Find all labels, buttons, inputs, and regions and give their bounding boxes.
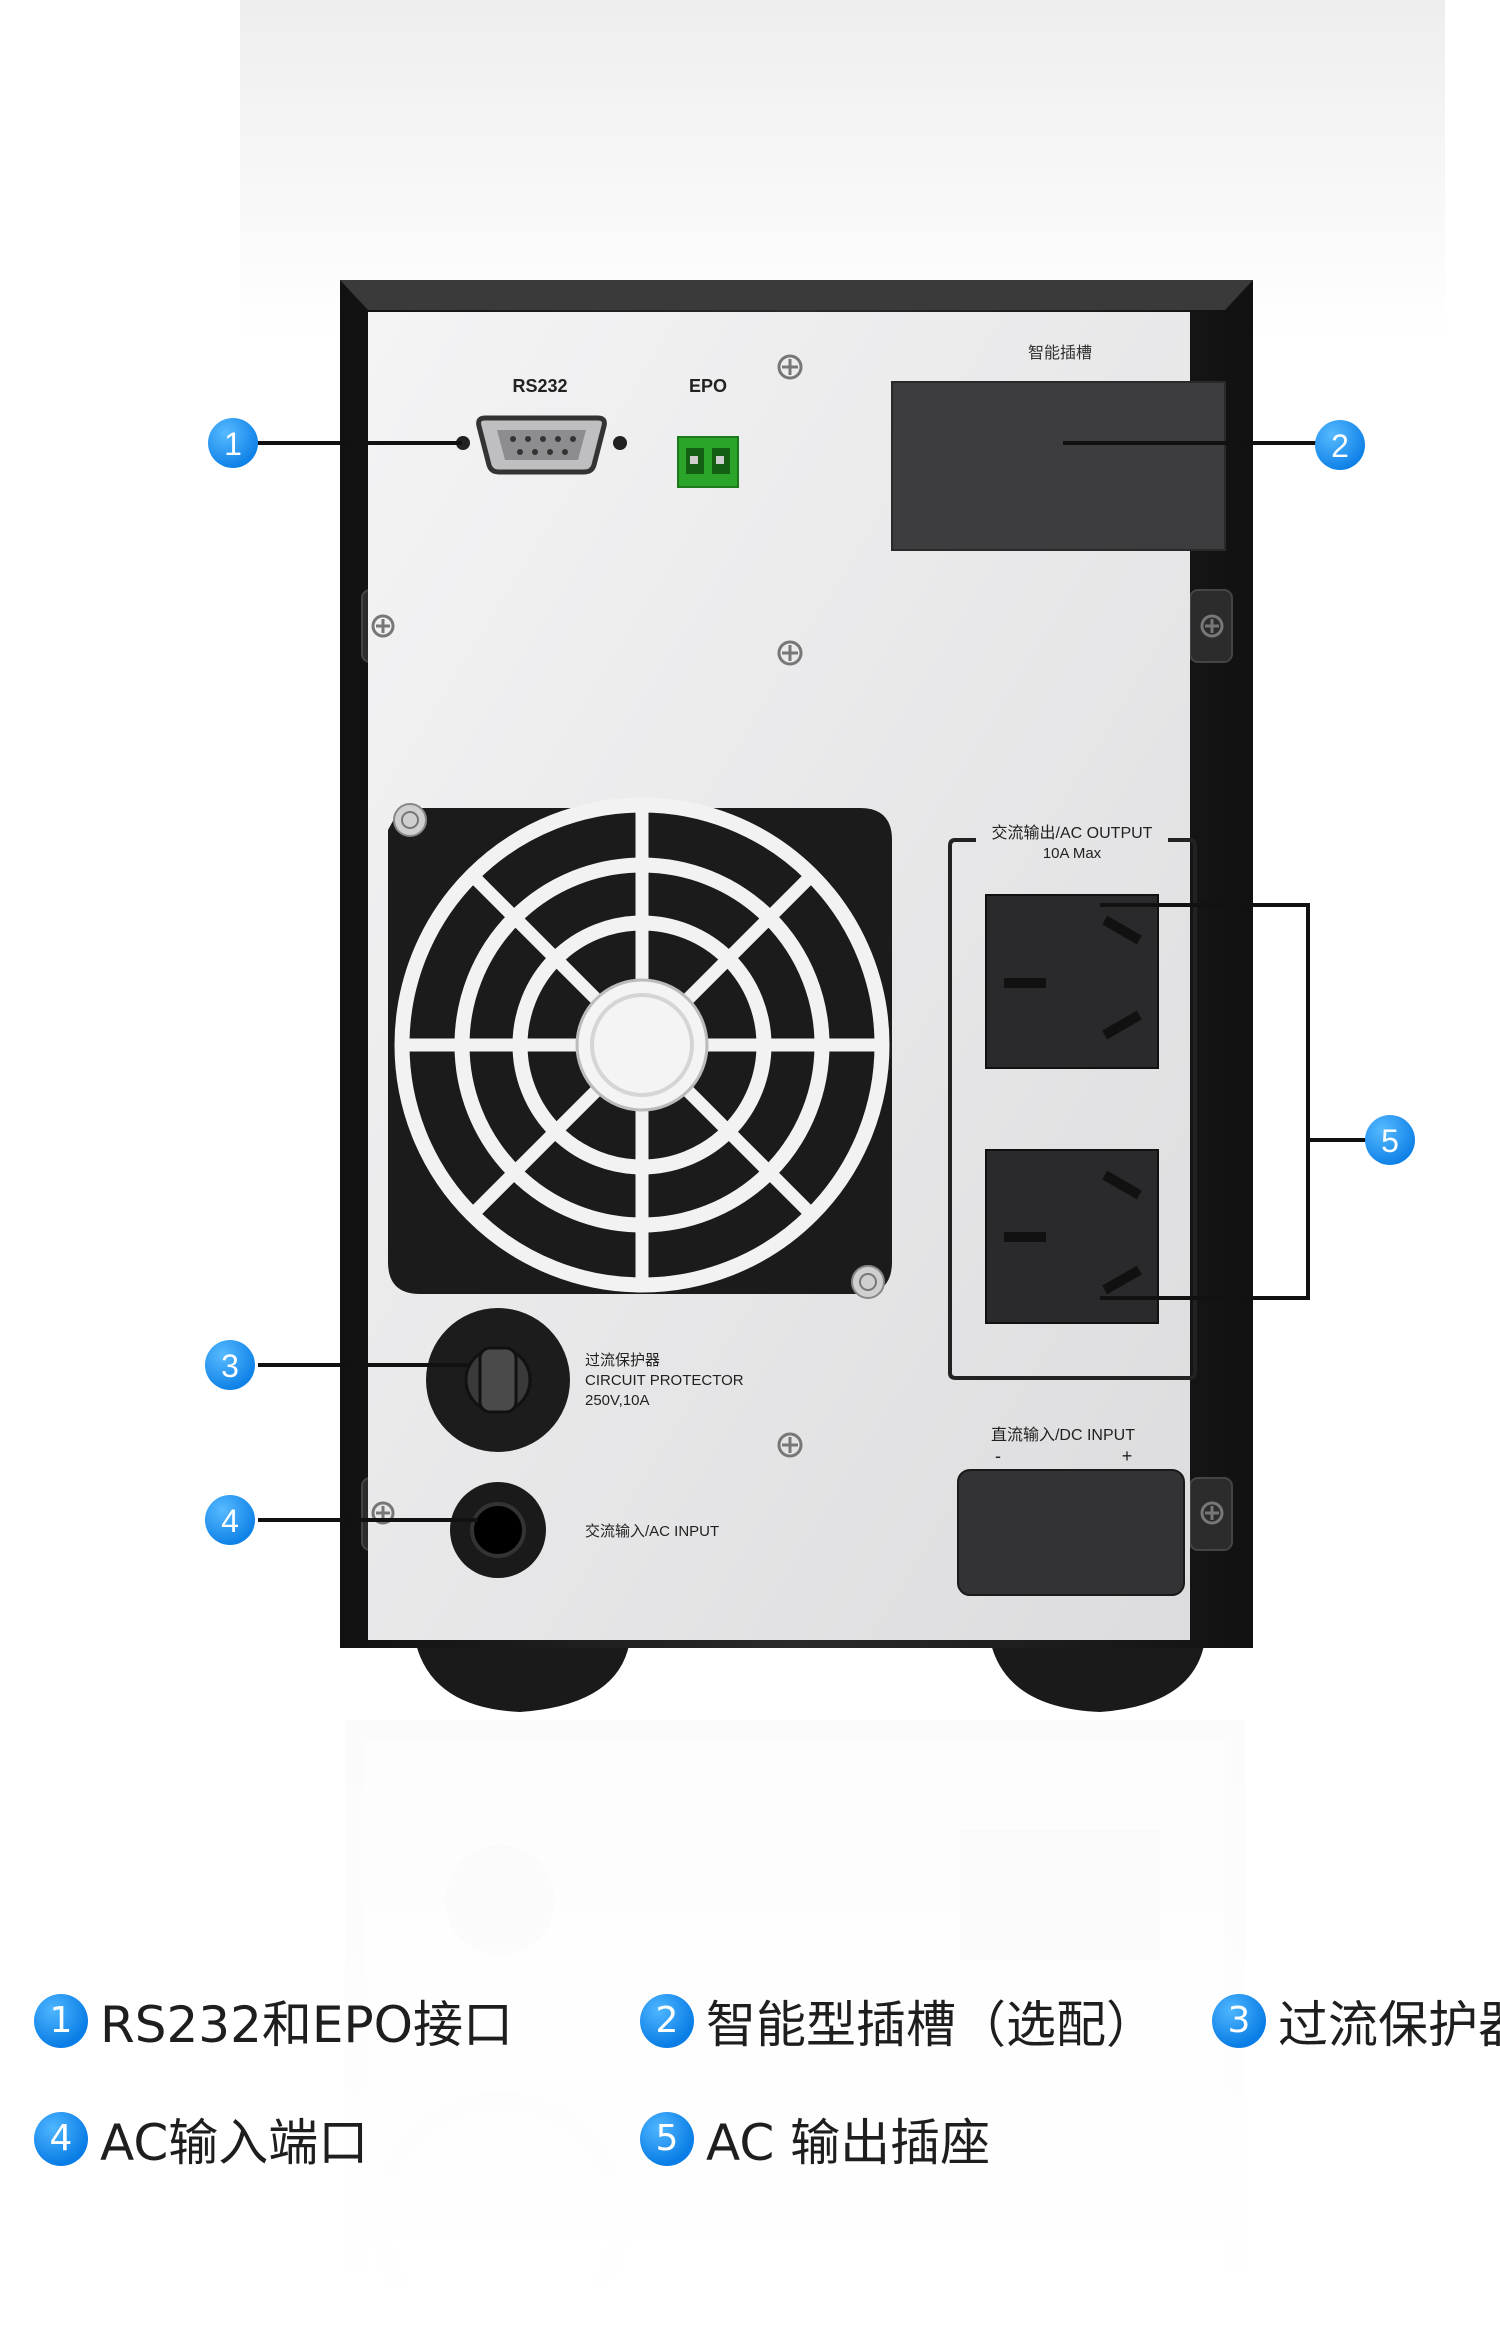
outlet-icon[interactable] (985, 894, 1159, 1069)
callout-badge-5: 5 (1365, 1115, 1415, 1165)
dc-plus-label: + (1122, 1446, 1133, 1466)
legend-text-2: 智能型插槽（选配） (706, 1996, 1156, 2054)
dc-input-port[interactable] (957, 1469, 1185, 1596)
ac-input-port[interactable] (450, 1482, 546, 1578)
ac-output-rating: 10A Max (1043, 845, 1102, 862)
circuit-protector-rating: 250V,10A (585, 1392, 650, 1409)
legend-badge-3: 3 (1212, 1994, 1266, 2048)
outlet-icon[interactable] (985, 1149, 1159, 1324)
callout-badge-3: 3 (205, 1340, 255, 1390)
svg-text:1: 1 (224, 426, 242, 462)
epo-terminal-icon[interactable] (677, 436, 739, 488)
legend-text-4: AC输入端口 (100, 2114, 369, 2172)
svg-text:5: 5 (1381, 1123, 1399, 1159)
legend-item-5: 5 AC 输出插座 (640, 2103, 990, 2175)
ac-output-bracket (948, 838, 1197, 1380)
smart-slot[interactable] (891, 381, 1226, 551)
dc-input-label: 直流输入/DC INPUT (991, 1426, 1135, 1444)
circuit-protector-label-en: CIRCUIT PROTECTOR (585, 1372, 744, 1389)
circuit-protector-label-cn: 过流保护器 (585, 1352, 660, 1369)
legend-badge-4: 4 (34, 2112, 88, 2166)
db9-connector-icon[interactable] (456, 415, 627, 475)
callout-badge-2: 2 (1315, 420, 1365, 470)
svg-text:3: 3 (221, 1348, 239, 1384)
callout-badge-1: 1 (208, 418, 258, 468)
epo-label: EPO (689, 376, 727, 396)
fan-grille-icon (388, 797, 892, 1299)
legend-item-1: 1 RS232和EPO接口 (34, 1985, 513, 2057)
legend-badge-2: 2 (640, 1994, 694, 2048)
legend-text-5: AC 输出插座 (706, 2114, 991, 2172)
ac-output-label: 交流输出/AC OUTPUT (992, 824, 1153, 842)
legend-item-2: 2 智能型插槽（选配） (640, 1985, 1156, 2057)
circuit-protector[interactable] (426, 1308, 570, 1452)
rs232-label: RS232 (512, 376, 567, 396)
smart-slot-label: 智能插槽 (1028, 344, 1092, 362)
legend-text-3: 过流保护器 (1278, 1996, 1500, 2054)
legend-badge-1: 1 (34, 1994, 88, 2048)
ac-input-label: 交流输入/AC INPUT (585, 1522, 719, 1540)
callout-lines (258, 441, 1370, 1522)
legend-item-3: 3 过流保护器 (1212, 1985, 1500, 2057)
dc-minus-label: - (995, 1446, 1001, 1466)
svg-text:4: 4 (221, 1503, 239, 1539)
callout-badge-4: 4 (205, 1495, 255, 1545)
screw-icon (371, 354, 1224, 1525)
legend-text-1: RS232和EPO接口 (100, 1996, 514, 2054)
svg-text:2: 2 (1331, 428, 1349, 464)
legend-item-4: 4 AC输入端口 (34, 2103, 368, 2175)
unit-feet (415, 1640, 1205, 1712)
legend-badge-5: 5 (640, 2112, 694, 2166)
